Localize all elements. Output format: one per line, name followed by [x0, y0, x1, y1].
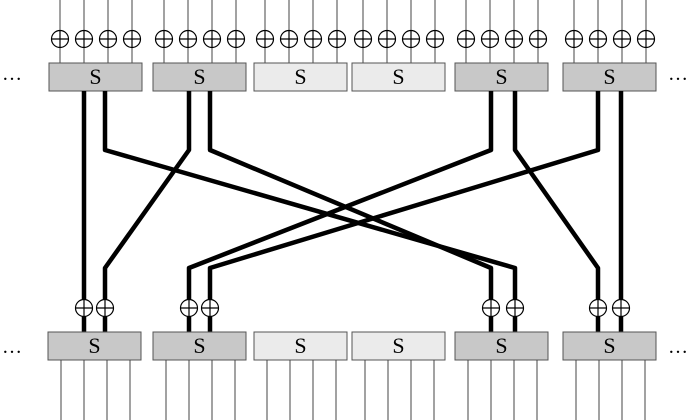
xor-icon [611, 298, 631, 318]
xor-icon [95, 298, 115, 318]
right-ellipsis-bottom: … [668, 336, 688, 358]
xor-icon [74, 29, 94, 49]
s-box-label: S [193, 64, 205, 89]
xor-icon [200, 298, 220, 318]
xor-icon [202, 29, 222, 49]
top-s-box-3: S [253, 62, 348, 92]
xor-icon [327, 29, 347, 49]
s-box-label: S [294, 64, 306, 89]
s-box-label: S [603, 333, 615, 358]
xor-icon [612, 29, 632, 49]
s-box-label: S [88, 333, 100, 358]
xor-icon [425, 29, 445, 49]
connection-wire [207, 91, 494, 332]
top-s-box-2: S [152, 62, 247, 92]
xor-icon [303, 29, 323, 49]
s-box-label: S [89, 64, 101, 89]
left-ellipsis-top: … [2, 63, 22, 85]
bottom-s-box-2: S [152, 331, 247, 361]
xor-icon [178, 29, 198, 49]
s-box-label: S [392, 64, 404, 89]
xor-icon [588, 298, 608, 318]
connection-wire [207, 91, 601, 332]
bottom-xor-row [74, 298, 631, 318]
xor-icon [401, 29, 421, 49]
xor-icon [98, 29, 118, 49]
top-s-box-4: S [351, 62, 446, 92]
bottom-s-box-4: S [351, 331, 446, 361]
connection-wires [81, 91, 624, 332]
xor-icon [377, 29, 397, 49]
connection-wire [102, 91, 518, 332]
xor-icon [279, 29, 299, 49]
xor-icon [179, 298, 199, 318]
xor-icon [564, 29, 584, 49]
xor-icon [636, 29, 656, 49]
xor-icon [456, 29, 476, 49]
s-box-label: S [603, 64, 615, 89]
s-box-label: S [495, 333, 507, 358]
top-input-lines [59, 0, 647, 63]
xor-icon [255, 29, 275, 49]
s-box-label: S [392, 333, 404, 358]
top-xor-row [50, 29, 656, 49]
right-ellipsis-top: … [668, 63, 688, 85]
s-box-label: S [495, 64, 507, 89]
xor-icon [588, 29, 608, 49]
xor-icon [50, 29, 70, 49]
bottom-s-box-6: S [562, 331, 657, 361]
xor-icon [481, 298, 501, 318]
top-s-box-5: S [454, 62, 549, 92]
xor-icon [505, 298, 525, 318]
xor-icon [480, 29, 500, 49]
top-s-box-6: S [562, 62, 657, 92]
bottom-s-box-5: S [454, 331, 549, 361]
xor-icon [353, 29, 373, 49]
bottom-s-box-3: S [253, 331, 348, 361]
s-box-label: S [294, 333, 306, 358]
bottom-output-lines [60, 360, 646, 420]
left-ellipsis-bottom: … [2, 336, 22, 358]
xor-icon [154, 29, 174, 49]
connection-wire [512, 91, 601, 332]
xor-icon [122, 29, 142, 49]
bottom-s-box-1: S [47, 331, 142, 361]
connection-wire [186, 91, 494, 332]
xor-icon [226, 29, 246, 49]
s-box-label: S [193, 333, 205, 358]
connection-wire [102, 91, 192, 332]
top-s-box-1: S [48, 62, 143, 92]
xor-icon [504, 29, 524, 49]
xor-icon [528, 29, 548, 49]
xor-icon [74, 298, 94, 318]
